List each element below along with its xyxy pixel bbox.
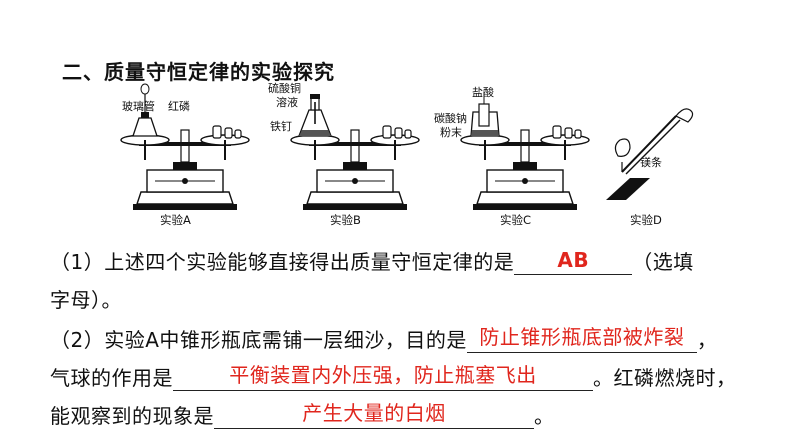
q2-punct: ， [696, 328, 718, 352]
q2-line2: 气球的作用是 平衡装置内外压强，防止瓶塞飞出 。红磷燃烧时， [50, 362, 737, 391]
caption-d: 实验D [630, 213, 662, 227]
q1-answer: AB [557, 248, 590, 272]
q2-answer-3: 产生大量的白烟 [302, 401, 446, 425]
experiment-figure: 玻璃管 红磷 实验A 硫酸铜 溶液 铁钉 实验B 盐酸 碳酸钠 粉末 实验C 镁… [120, 82, 694, 227]
caption-a: 实验A [160, 213, 191, 227]
q2-answer-1: 防止锥形瓶底部被炸裂 [479, 325, 685, 349]
label-na2co3-line1: 碳酸钠 [434, 111, 467, 125]
q2-blank-1[interactable]: 防止锥形瓶底部被炸裂 [466, 325, 697, 353]
q1-line1: （1）上述四个实验能够直接得出质量守恒定律的是 AB （选填 [50, 246, 694, 275]
label-iron-nail: 铁钉 [270, 120, 292, 133]
q2-text-c: 。红磷燃烧时， [593, 366, 737, 390]
balance-c [460, 92, 590, 211]
label-cuso4-line2: 溶液 [276, 95, 298, 109]
q2-text-d: 能观察到的现象是 [50, 404, 214, 428]
q2-text-b: 气球的作用是 [50, 366, 173, 390]
q2-blank-2[interactable]: 平衡装置内外压强，防止瓶塞飞出 [173, 363, 593, 391]
magnesium-burning [606, 108, 694, 200]
q1-blank[interactable]: AB [514, 248, 633, 275]
label-magnesium-strip: 镁条 [640, 155, 662, 169]
q1-line2: 字母）。 [50, 284, 122, 313]
label-cuso4-line1: 硫酸铜 [268, 82, 301, 95]
label-red-phosphorus: 红磷 [168, 100, 190, 113]
label-glass-tube: 玻璃管 [122, 99, 155, 113]
q1-text-b: （选填 [632, 250, 694, 274]
q2-line3: 能观察到的现象是 产生大量的白烟 。 [50, 400, 555, 429]
label-hcl: 盐酸 [472, 85, 494, 99]
caption-b: 实验B [330, 213, 361, 227]
section-heading: 二、质量守恒定律的实验探究 [62, 60, 335, 84]
caption-c: 实验C [500, 213, 531, 227]
q2-text: （2）实验A中锥形瓶底需铺一层细沙，目的是 [50, 328, 467, 352]
q1-text: （1）上述四个实验能够直接得出质量守恒定律的是 [50, 250, 515, 274]
balance-a [120, 83, 250, 211]
q1-text-c: 字母）。 [50, 288, 122, 312]
q2-answer-2: 平衡装置内外压强，防止瓶塞飞出 [229, 363, 537, 387]
q2-line1: （2）实验A中锥形瓶底需铺一层细沙，目的是防止锥形瓶底部被炸裂 ， [50, 324, 717, 353]
q2-blank-3[interactable]: 产生大量的白烟 [214, 401, 534, 429]
label-na2co3-line2: 粉末 [440, 125, 462, 139]
q2-text-e: 。 [534, 404, 555, 428]
balance-b [290, 94, 420, 211]
